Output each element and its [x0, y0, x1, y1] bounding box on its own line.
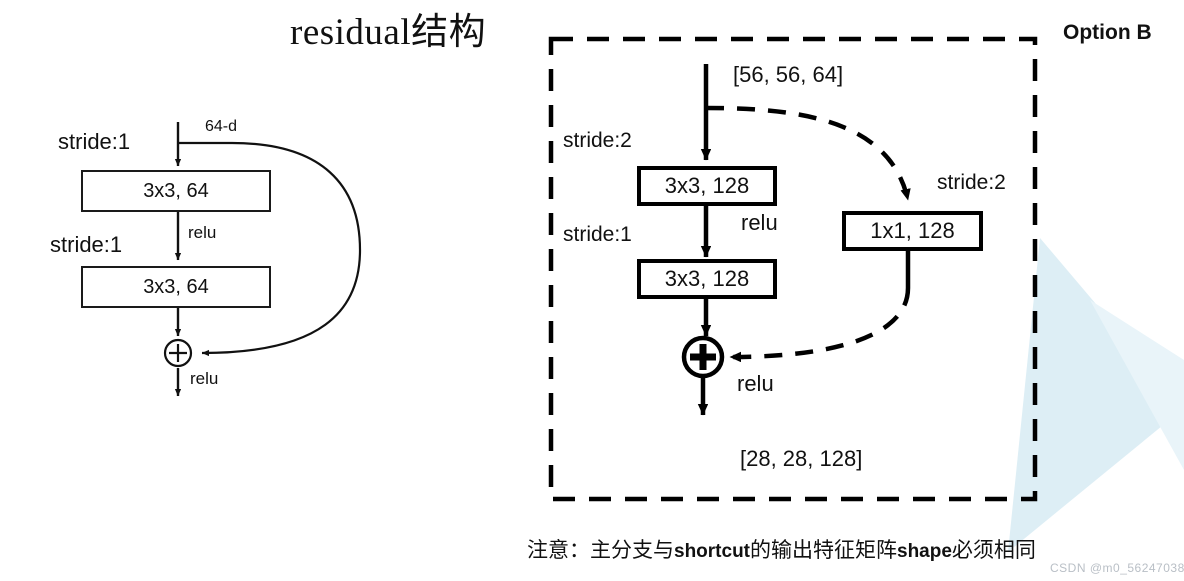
- option-b-shortcut-conv-label: 1x1, 128: [870, 218, 955, 243]
- option-b-shortcut-stride-label: stride:2: [937, 171, 1006, 194]
- page-title: residual结构: [290, 12, 487, 53]
- basic-stride-top-label: stride:1: [58, 129, 131, 154]
- basic-stride-mid-label: stride:1: [50, 232, 123, 257]
- option-b-main-stride-conv2-label: stride:1: [563, 223, 632, 246]
- caption-suffix: 必须相同: [951, 538, 1036, 562]
- option-b-shortcut-conv-box[interactable]: 1x1, 128: [842, 211, 983, 251]
- basic-conv2-label: 3x3, 64: [143, 275, 209, 298]
- option-b-main-conv2-label: 3x3, 128: [664, 266, 750, 291]
- caption-bold-shortcut: shortcut: [674, 541, 750, 562]
- basic-relu-after-add-label: relu: [190, 369, 219, 388]
- optionb-shortcut-top-curve: [705, 105, 911, 201]
- basic-conv2-box[interactable]: 3x3, 64: [81, 266, 271, 308]
- option-b-relu-after-add-label: relu: [737, 371, 774, 396]
- diagram-caption: 注意：主分支与shortcut的输出特征矩阵shape必须相同: [527, 538, 1036, 562]
- caption-prefix: 注意：主分支与: [527, 538, 674, 562]
- basic-conv1-box[interactable]: 3x3, 64: [81, 170, 271, 212]
- basic-conv1-label: 3x3, 64: [143, 179, 209, 202]
- option-b-input-shape-label: [56, 56, 64]: [733, 62, 844, 87]
- basic-shortcut-curve: [201, 141, 362, 357]
- option-b-output-shape-label: [28, 28, 128]: [740, 446, 863, 471]
- option-b-main-conv1-box[interactable]: 3x3, 128: [637, 166, 777, 206]
- background-accent-triangle: [1008, 238, 1184, 552]
- optionb-shortcut-bottom-curve: [729, 287, 911, 363]
- basic-block-graphics: [163, 122, 362, 397]
- option-b-main-conv1-label: 3x3, 128: [664, 173, 750, 198]
- caption-bold-shape: shape: [897, 541, 952, 562]
- option-b-title: Option B: [1063, 21, 1152, 44]
- option-b-graphics: [548, 36, 1038, 502]
- csdn-watermark: CSDN @m0_56247038: [1050, 561, 1184, 575]
- option-b-dashed-container: [548, 36, 1038, 502]
- option-b-main-stride-conv1-label: stride:2: [563, 129, 632, 152]
- basic-relu-after-conv1-label: relu: [188, 223, 217, 242]
- caption-mid: 的输出特征矩阵: [750, 538, 897, 562]
- option-b-main-conv2-box[interactable]: 3x3, 128: [637, 259, 777, 299]
- option-b-relu-after-conv1-label: relu: [741, 210, 778, 235]
- basic-input-dim-label: 64-d: [205, 118, 238, 135]
